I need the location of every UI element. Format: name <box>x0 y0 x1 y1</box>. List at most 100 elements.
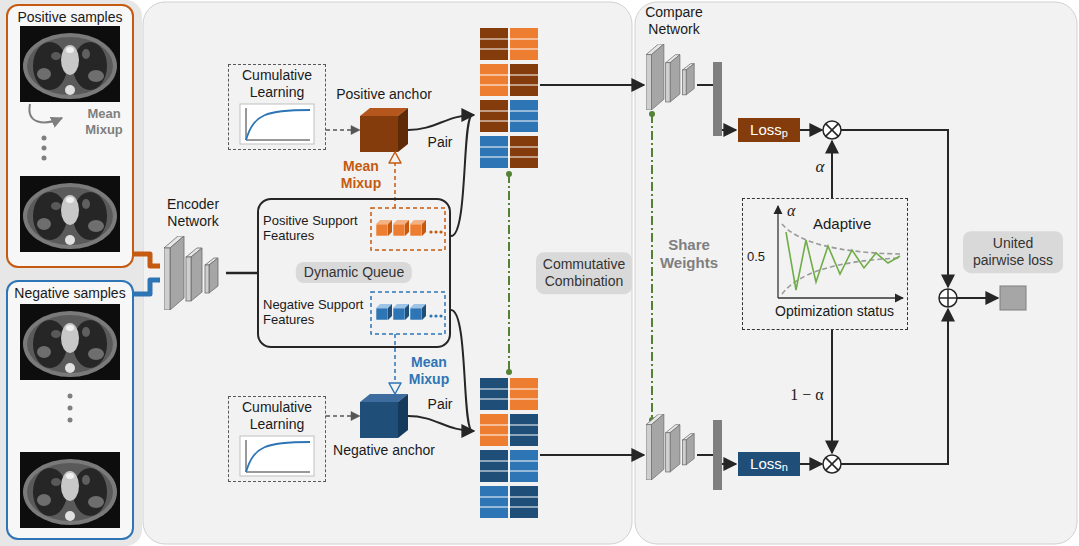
loss-box: Lossp <box>738 118 800 142</box>
arrowhead <box>389 152 401 163</box>
anchor-label: Positive anchor <box>336 86 432 103</box>
paired-feature-stack <box>480 486 508 518</box>
loss-text: Loss <box>750 455 782 473</box>
paired-feature-stack <box>510 414 538 446</box>
flow-arrows <box>957 297 998 299</box>
ct-scan-images <box>20 26 120 102</box>
support-features: Positive Support Features <box>263 208 445 250</box>
box-title: Cumulative Learning <box>229 67 325 101</box>
cumulative-plot <box>240 436 314 476</box>
support-features <box>371 292 445 334</box>
combination-label: Commutative Combination <box>536 252 632 294</box>
weight-label: 1 − α <box>786 385 828 404</box>
anchor-cube <box>398 394 408 438</box>
operator-symbols <box>939 289 957 307</box>
connector-line <box>134 280 160 294</box>
panels <box>143 2 632 544</box>
anchor-cube <box>360 116 398 152</box>
feature-bar <box>713 62 722 136</box>
paired-feature-stack <box>510 100 538 132</box>
ellipsis-dots <box>42 136 47 141</box>
paired-feature-stack <box>510 450 538 482</box>
network-label: Compare Network <box>636 4 712 38</box>
sample-group-box: Negative samples <box>6 280 134 540</box>
adaptive-chart <box>786 232 900 290</box>
support-label: Negative Support Features <box>263 292 367 334</box>
adaptive-chart <box>778 297 903 298</box>
paired-feature-stack <box>480 136 508 168</box>
support-features <box>439 230 442 233</box>
anchor-cube <box>360 402 398 438</box>
connector-line <box>394 163 396 208</box>
anchor-cube: Negative anchor <box>360 394 408 438</box>
paired-feature-stack <box>480 378 508 410</box>
cumulative-plot <box>240 104 314 144</box>
pair-label: Pair <box>422 134 458 151</box>
operator-symbols <box>826 458 839 471</box>
paired-feature-stack <box>510 64 538 96</box>
connector <box>134 280 160 294</box>
flow-arrows <box>722 463 736 465</box>
support-label: Positive Support Features <box>263 208 367 250</box>
ct-scan-images <box>20 176 120 252</box>
panels <box>0 0 142 546</box>
paired-feature-stack <box>480 414 508 446</box>
connector <box>389 334 401 394</box>
support-features <box>434 230 437 233</box>
paired-feature-stack <box>480 100 508 132</box>
adaptive-weight-box: Adaptiveα0.5Optimization status <box>742 198 908 330</box>
ct-scan-images <box>20 26 120 528</box>
dash-dot-link <box>506 171 512 177</box>
connector-line <box>134 254 160 266</box>
operator-symbols <box>823 121 957 473</box>
ellipsis-dots <box>42 156 47 161</box>
panels <box>7 5 133 267</box>
compare-network-blocks <box>646 414 694 480</box>
mixup-label: Mean Mixup <box>76 106 132 137</box>
box-title: Cumulative Learning <box>229 399 325 433</box>
ellipsis-dots <box>42 146 47 151</box>
weight-label: α <box>812 157 828 177</box>
ellipsis-dots <box>68 418 73 423</box>
pair-arrows <box>408 115 474 130</box>
axis-label: Optimization status <box>775 303 894 320</box>
flow-arrows <box>831 141 833 198</box>
pair-arrows <box>451 310 472 431</box>
ct-scan-images <box>20 452 120 528</box>
paired-feature-stack <box>510 136 538 168</box>
dash-dot-link <box>649 111 655 117</box>
axis-label: α <box>787 201 795 220</box>
anchor-cube <box>398 108 408 152</box>
support-features <box>410 220 426 236</box>
paired-feature-stack <box>480 28 508 60</box>
flow-arrows <box>540 85 998 464</box>
support-features <box>371 208 445 250</box>
encoder-blocks <box>164 236 218 310</box>
compare-network: Compare Network <box>636 4 712 114</box>
adaptive-chart <box>777 206 778 298</box>
flow-arrows <box>697 454 713 456</box>
flow-arrows <box>800 463 822 465</box>
support-features <box>376 220 392 236</box>
output-text: United pairwise loss <box>969 235 1057 269</box>
group-title: Positive samples <box>8 9 132 26</box>
encoder-network: Encoder Network <box>160 196 226 318</box>
support-features: Negative Support Features <box>263 292 445 334</box>
pair-arrows <box>451 115 472 236</box>
queue-label: Dynamic Queue <box>296 262 412 283</box>
cumulative-plot <box>246 108 310 140</box>
cumulative-learning-box: Cumulative Learning <box>228 396 326 482</box>
flow-arrows <box>540 454 644 456</box>
compare-network-blocks <box>646 44 694 110</box>
arrowhead <box>351 412 360 421</box>
anchor-cube: Positive anchor <box>360 108 408 152</box>
adaptive-chart <box>782 258 900 294</box>
pair-arrows <box>408 416 474 431</box>
support-features <box>434 314 437 317</box>
panels <box>7 281 133 539</box>
mixup-curve-arrow <box>29 104 62 122</box>
support-features <box>439 314 442 317</box>
ellipsis-dots <box>68 406 73 411</box>
cumulative-plot <box>246 442 310 472</box>
